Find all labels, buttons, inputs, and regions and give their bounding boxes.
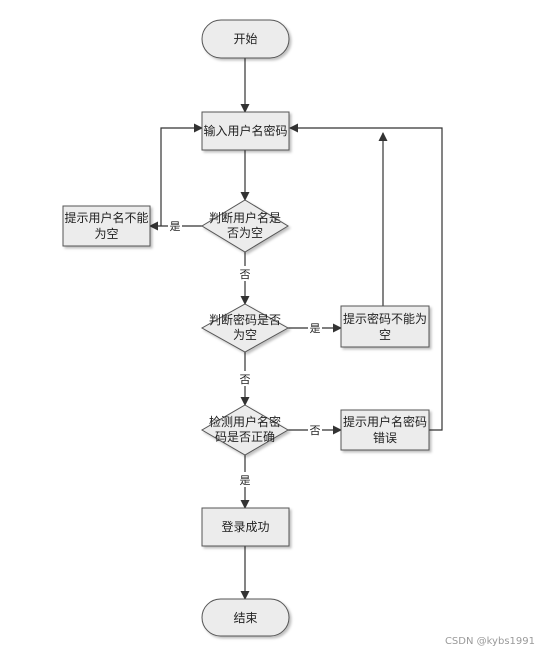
verify-label-line2: 码是否正确 — [215, 430, 275, 444]
check-user-label-line1: 判断用户名是 — [209, 210, 281, 225]
watermark: CSDN @kybs1991 — [444, 636, 535, 647]
verify-decision: 检测用户名密 码是否正确 — [201, 404, 289, 456]
warn-user-node: 提示用户名不能 为空 — [62, 205, 151, 247]
end-node-label: 结束 — [233, 611, 257, 625]
check-user-label-line2: 否为空 — [227, 226, 263, 240]
edge-label-verify-no: 否 — [310, 424, 321, 437]
edge-label-pwd-empty-no: 否 — [240, 373, 251, 386]
check-pwd-decision: 判断密码是否 为空 — [200, 303, 290, 353]
edge-label-verify-yes: 是 — [240, 474, 251, 487]
warn-wrong-node: 提示用户名密码 错误 — [340, 409, 430, 451]
check-pwd-label-line1: 判断密码是否 — [209, 312, 281, 327]
warn-pwd-label-line2: 空 — [379, 328, 391, 342]
warn-user-label-line2: 为空 — [94, 227, 118, 241]
warn-wrong-label-line1: 提示用户名密码 — [343, 414, 427, 429]
end-node: 结束 — [201, 598, 290, 637]
warn-pwd-label-line1: 提示密码不能为 — [343, 311, 427, 326]
start-node: 开始 — [201, 19, 290, 59]
edge-warn-wrong-back-to-input — [289, 123, 443, 431]
input-node: 输入用户名密码 — [201, 111, 290, 151]
nodes: 开始 输入用户名密码 判断用户名是 否为空 提示用户名不能 为空 判断密码是否 … — [62, 19, 430, 637]
edge-label-pwd-empty-yes: 是 — [310, 322, 321, 335]
edge-label-user-empty-yes: 是 — [170, 220, 181, 233]
input-node-label: 输入用户名密码 — [203, 123, 287, 138]
edge-labels: 是 否 是 否 否 是 — [168, 218, 322, 487]
success-node-label: 登录成功 — [221, 519, 269, 534]
start-node-label: 开始 — [233, 32, 257, 46]
success-node: 登录成功 — [201, 507, 290, 547]
edge-label-user-empty-no: 否 — [240, 268, 251, 281]
edge-warn-user-back-to-input — [160, 123, 203, 226]
verify-label-line1: 检测用户名密 — [209, 414, 281, 429]
check-pwd-label-line2: 为空 — [233, 328, 257, 342]
check-user-decision: 判断用户名是 否为空 — [201, 199, 289, 253]
warn-user-label-line1: 提示用户名不能 — [64, 210, 148, 225]
warn-wrong-label-line2: 错误 — [373, 431, 397, 445]
warn-pwd-node: 提示密码不能为 空 — [340, 305, 430, 348]
